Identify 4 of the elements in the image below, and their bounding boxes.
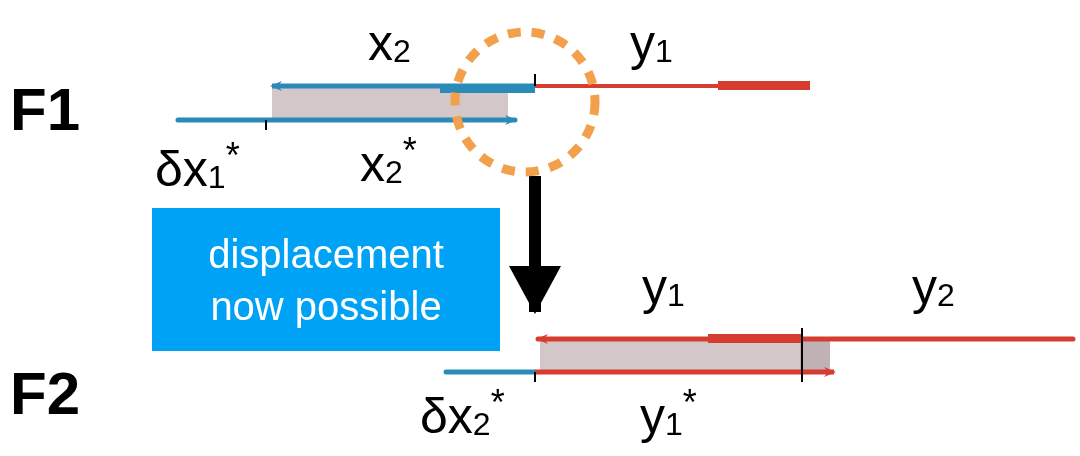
note-box: displacement now possible xyxy=(152,208,500,351)
state-label: F2 xyxy=(10,364,81,424)
state-label: F1 xyxy=(10,80,81,140)
arrow xyxy=(509,176,561,314)
